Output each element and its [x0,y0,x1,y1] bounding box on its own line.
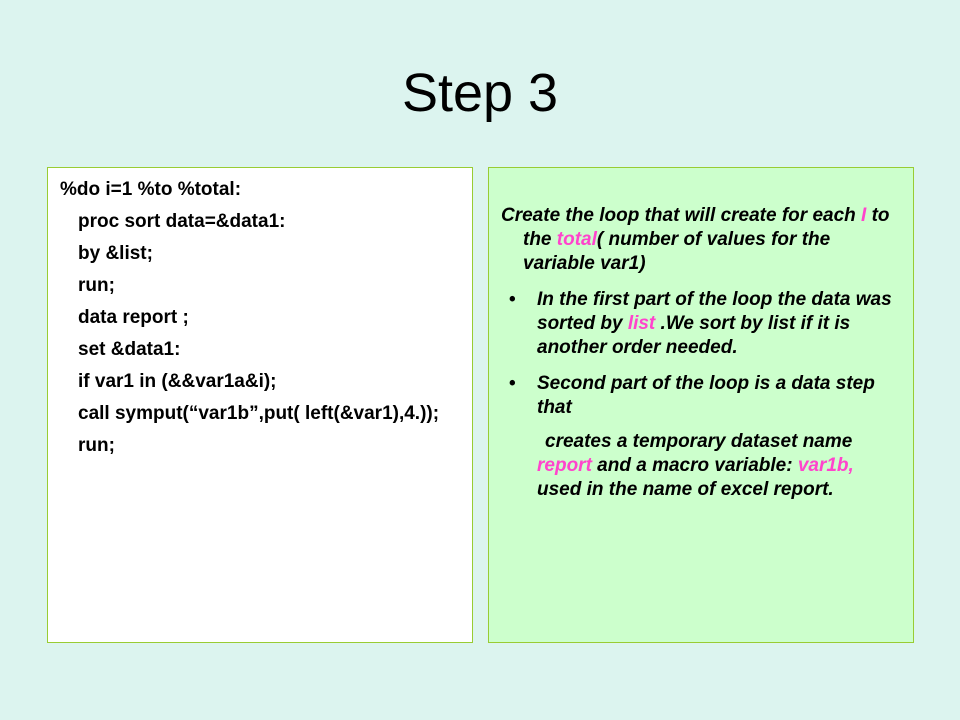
highlight-total: total [556,229,597,250]
highlight-index-i: I [861,205,867,226]
highlight-var1b: var1b, [797,455,854,476]
notes-continuation: creates a temporary dataset name report … [501,430,899,502]
code-line: if var1 in (&&var1a&i); [78,371,277,392]
text-span: ( number of values for the variable var1… [523,229,831,274]
highlight-report: report [537,455,592,476]
slide-title: Step 3 [401,63,559,123]
text-span: Create the loop that will create for eac… [501,205,862,226]
text-span: .We sort by list if it is another order … [537,313,851,358]
code-line: run; [78,435,115,456]
text-span: creates a temporary dataset name [545,431,853,452]
code-line: set &data1: [78,339,181,360]
code-line: data report ; [78,307,189,328]
code-line: call symput(“var1b”,put( left(&var1),4.)… [78,403,440,424]
code-line: run; [78,275,115,296]
notes-panel: Create the loop that will create for eac… [488,167,914,643]
code-line: by &list; [78,243,153,264]
text-span: to the [523,205,890,250]
text-span: and a macro variable: [591,455,798,476]
code-line: proc sort data=&data1: [78,211,286,232]
bullet-dot: • [509,289,516,310]
code-line: %do i=1 %to %total: [60,179,242,200]
notes-bullet-datastep: • Second part of the loop is a data step … [501,372,899,420]
text-span: used in the name of excel report. [537,479,834,500]
highlight-list: list [627,313,656,334]
code-panel: %do i=1 %to %total: proc sort data=&data… [47,167,473,643]
bullet-dot: • [509,373,516,394]
text-span: Second part of the loop is a data step t… [537,373,875,418]
text-span: In the first part of the loop the data w… [537,289,892,334]
notes-intro: Create the loop that will create for eac… [501,204,899,276]
notes-bullet-sort: • In the first part of the loop the data … [501,288,899,360]
